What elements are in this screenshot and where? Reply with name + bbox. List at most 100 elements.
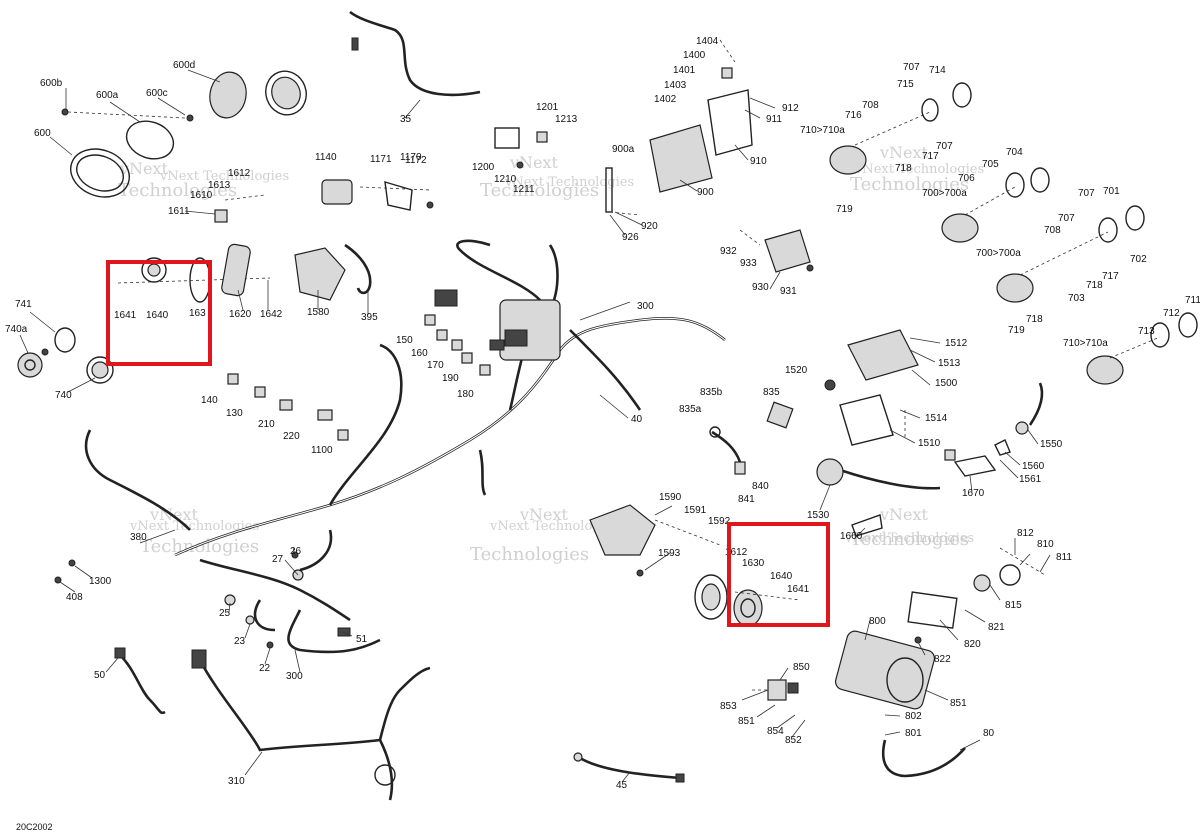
callout-label: 80: [983, 728, 995, 739]
switch-850: [752, 679, 799, 701]
callout-label: 26: [290, 546, 302, 557]
watermark-group: vNext Technologies vNext Technologies vN…: [118, 143, 984, 565]
callout-label: 380: [130, 532, 147, 543]
watermark-text: Technologies: [850, 174, 969, 195]
watermark-text: vNext Technologies: [129, 519, 259, 534]
callout-label: 1510: [918, 438, 941, 449]
callout-label: 210: [258, 419, 275, 430]
callout-label: 811: [1056, 552, 1072, 563]
callout-label: 718: [1026, 314, 1043, 325]
callout-label: 1170: [400, 152, 422, 163]
watermark-text: Technologies: [118, 180, 237, 201]
bracket-1580: [294, 247, 346, 301]
callout-label: 1593: [658, 548, 681, 559]
callout-label: 710>710a: [800, 125, 845, 136]
callout-label: 1213: [555, 114, 578, 125]
watermark-text: vNext: [149, 505, 199, 524]
callout-label: 815: [1005, 600, 1022, 611]
callout-label: 851: [950, 698, 967, 709]
callout-label: 707: [1078, 188, 1095, 199]
callout-label: 700>700a: [976, 248, 1021, 259]
callout-label: 933: [740, 258, 757, 269]
watermark-text: Technologies: [470, 544, 589, 565]
watermark-text: vNext Technologies: [504, 175, 634, 190]
callout-label: 35: [400, 114, 412, 125]
callout-label: 702: [1130, 254, 1147, 265]
callout-label: 1590: [659, 492, 682, 503]
callout-label: 701: [1103, 186, 1120, 197]
callout-label: 600: [34, 128, 51, 139]
speaker-assembly-right: [694, 574, 801, 627]
callout-label: 822: [934, 654, 951, 665]
headlight-assembly-700-upper: [941, 167, 1050, 243]
callout-label: 708: [862, 100, 879, 111]
cable-80: [881, 739, 966, 778]
callout-label: 408: [66, 592, 83, 603]
callout-label: 835b: [700, 387, 723, 398]
watermark-text: vNext Technologies: [844, 531, 974, 546]
callout-label: 1514: [925, 413, 948, 424]
callout-label: 704: [1006, 147, 1023, 158]
cable-835: [711, 430, 742, 463]
callout-label: 1401: [673, 65, 696, 76]
headlight-assembly-710-lower: [1086, 312, 1198, 385]
callout-label: 719: [836, 204, 853, 215]
callout-label: 712: [1163, 308, 1180, 319]
callout-label: 600b: [40, 78, 63, 89]
cable-395: [344, 243, 372, 295]
callout-label: 900a: [612, 144, 635, 155]
callout-label: 50: [94, 670, 106, 681]
callout-label: 190: [442, 373, 459, 384]
callout-labels: 600b 600a 600c 600d 600 1612 1613 1610 1…: [5, 36, 1200, 791]
winch-800: [834, 547, 1046, 710]
callout-label: 852: [785, 735, 802, 746]
callout-label: 835: [763, 387, 780, 398]
callout-label: 40: [631, 414, 643, 425]
callout-label: 820: [964, 639, 981, 650]
watermark-text: vNext: [509, 153, 559, 172]
callout-label: 1620: [229, 309, 252, 320]
callout-label: 710>710a: [1063, 338, 1108, 349]
callout-label: 130: [226, 408, 243, 419]
watermark-text: vNext: [879, 143, 929, 162]
headlight-assembly-710-upper: [829, 82, 972, 175]
callout-label: 1591: [684, 505, 707, 516]
callout-label: 911: [766, 114, 782, 125]
callout-label: 1520: [785, 365, 808, 376]
callout-label: 1612: [725, 547, 748, 558]
callout-label: 1561: [1019, 474, 1042, 485]
connector-set-150-190: [227, 314, 491, 441]
callout-label: 821: [988, 622, 1005, 633]
callout-label: 1550: [1040, 439, 1063, 450]
callout-label: 220: [283, 431, 300, 442]
callout-label: 1210: [494, 174, 517, 185]
callout-label: 1400: [683, 50, 706, 61]
watermark-text: Technologies: [480, 180, 599, 201]
callout-label: 1211: [513, 184, 535, 195]
leader-lines: [19, 69, 1051, 783]
callout-label: 741: [15, 299, 32, 310]
callout-label: 310: [228, 776, 245, 787]
callout-label: 912: [782, 103, 799, 114]
callout-label: 160: [411, 348, 428, 359]
callout-label: 1201: [536, 102, 559, 113]
callout-label: 718: [1086, 280, 1103, 291]
callout-label: 1500: [935, 378, 958, 389]
watermark-text: vNext Technologies: [489, 519, 619, 534]
callout-label: 1560: [1022, 461, 1045, 472]
callout-label: 854: [767, 726, 784, 737]
bracket-1200: [494, 127, 548, 169]
callout-label: 708: [1044, 225, 1061, 236]
callout-label: 920: [641, 221, 658, 232]
headlight-740: [17, 327, 114, 384]
gauge-cluster-600: [61, 70, 307, 223]
callout-label: 930: [752, 282, 769, 293]
watermark-text: Technologies: [140, 536, 259, 557]
callout-label: 1172: [405, 155, 427, 166]
speaker-assembly-left: [117, 243, 271, 303]
callout-label: 841: [738, 494, 755, 505]
callout-label: 801: [905, 728, 922, 739]
accessory-plug-1550: [944, 382, 1044, 477]
fastener-set-left: [54, 551, 351, 649]
